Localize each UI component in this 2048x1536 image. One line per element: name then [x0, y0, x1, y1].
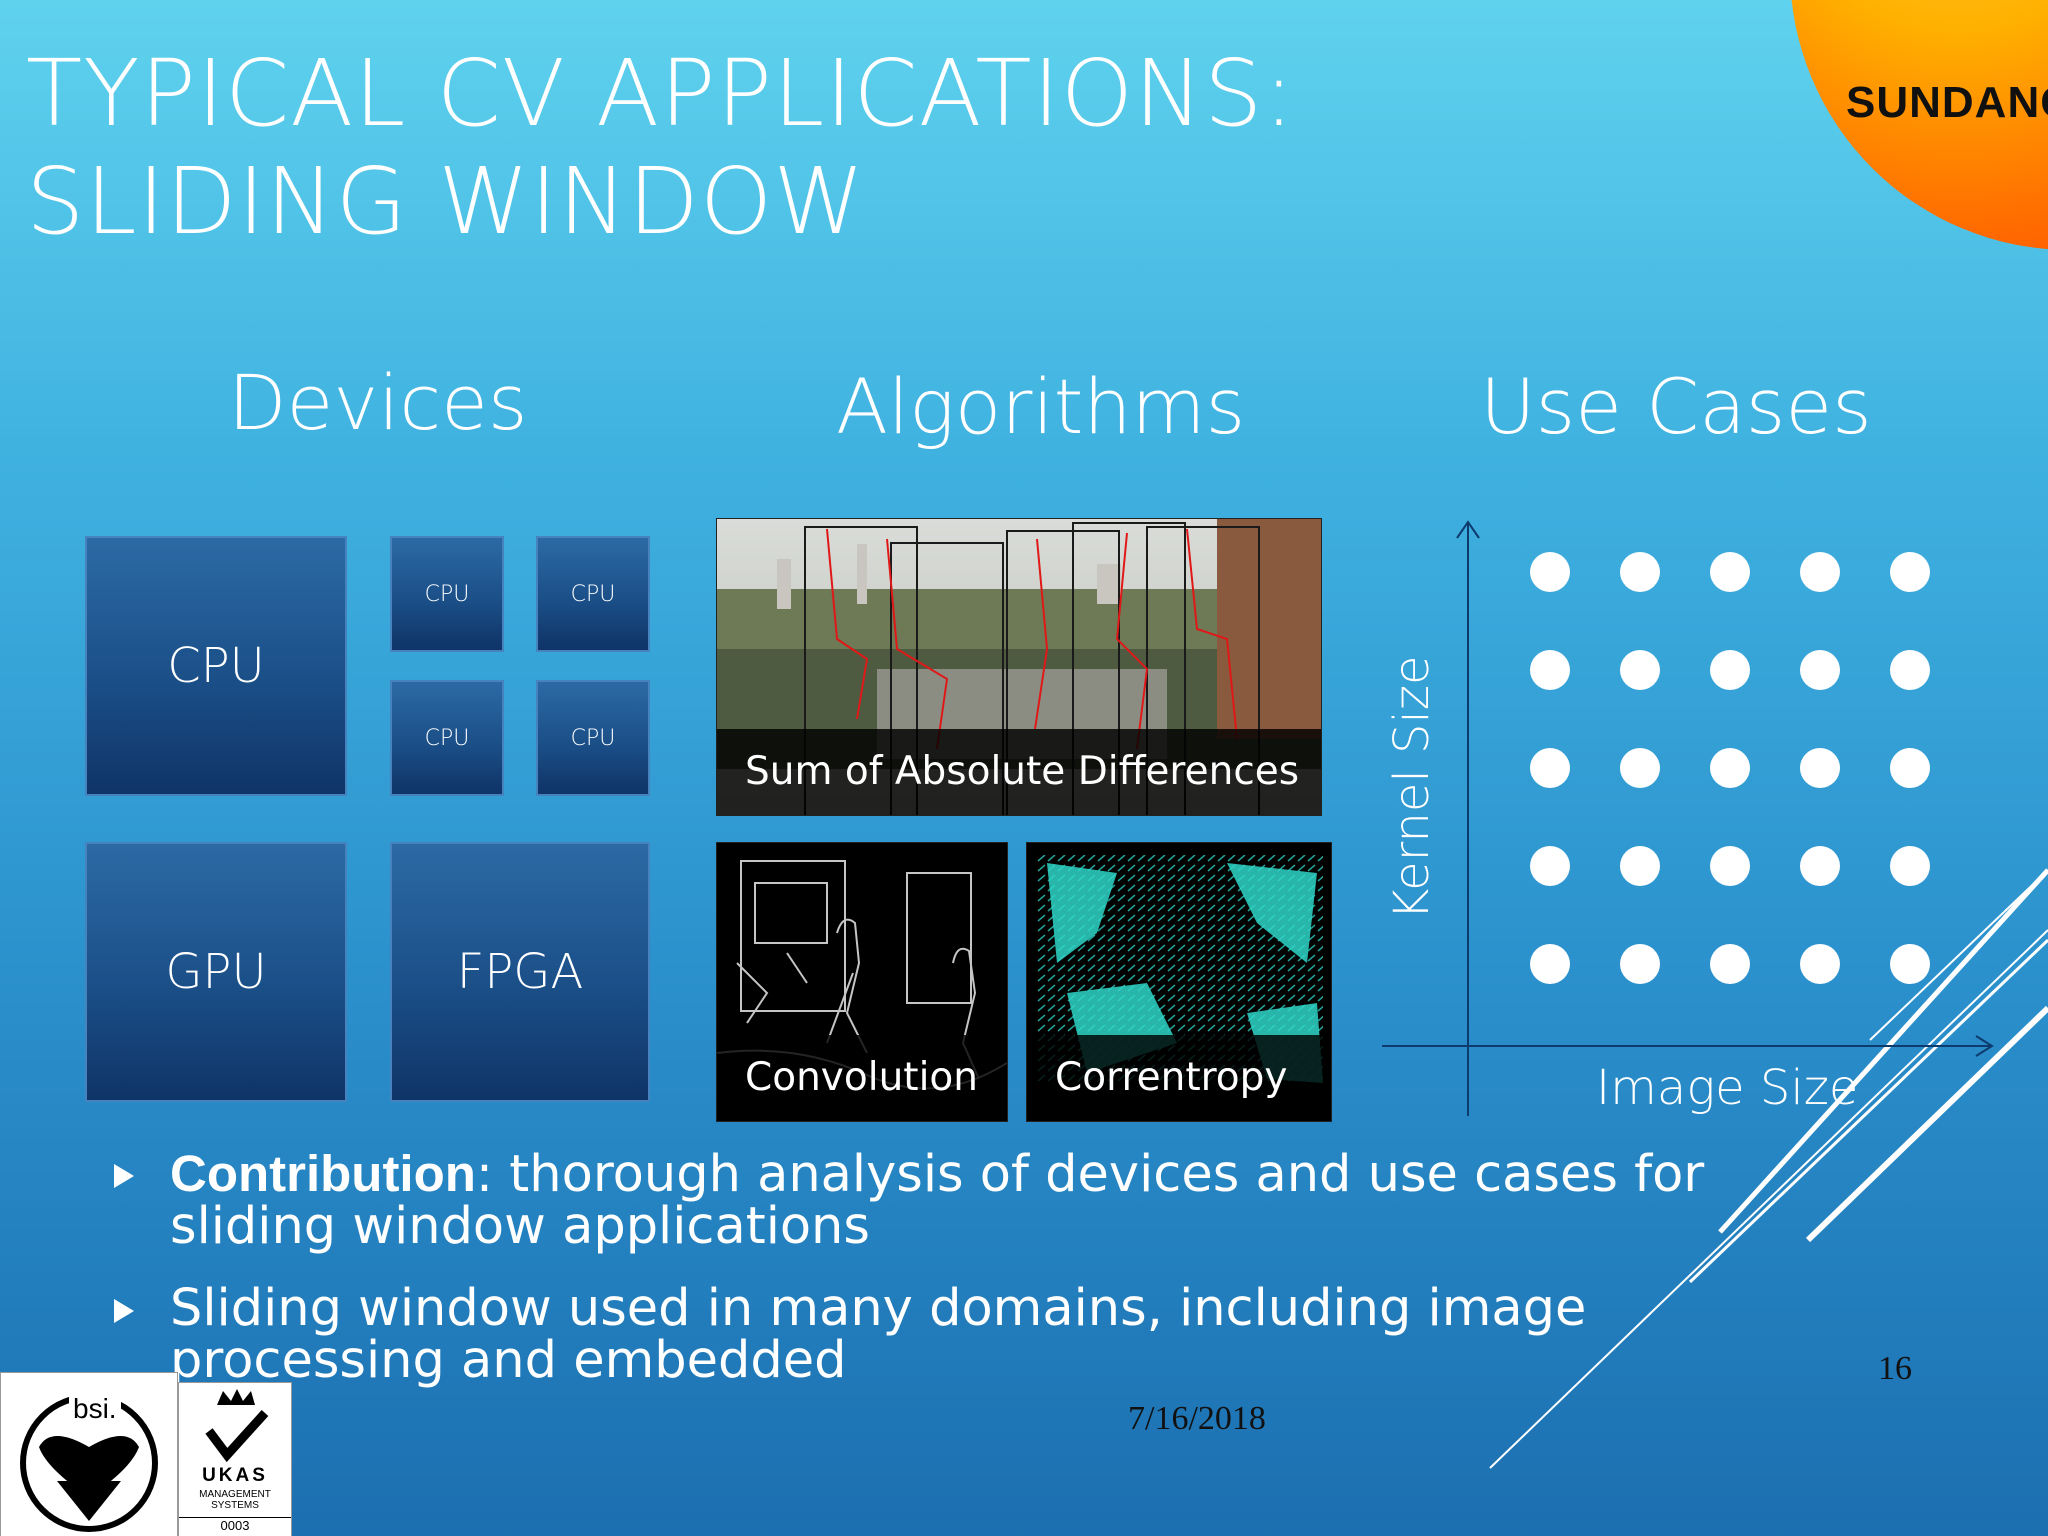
bsi-logo: bsi. — [0, 1372, 178, 1536]
fpga-tile: FPGA — [390, 842, 650, 1102]
bullet-text: : thorough analysis of devices and use c… — [170, 1145, 1705, 1256]
use-case-dot — [1620, 846, 1660, 886]
convolution-image: Convolution — [716, 842, 1008, 1122]
ukas-text: UKAS — [202, 1465, 268, 1486]
image-size-axis-label: Image Size — [1596, 1060, 1859, 1116]
bullet-arrow-icon — [114, 1164, 134, 1188]
devices-heading: Devices — [228, 358, 528, 447]
use-case-dot — [1800, 748, 1840, 788]
use-case-dot — [1530, 944, 1570, 984]
use-case-dot — [1530, 846, 1570, 886]
use-case-dot — [1530, 748, 1570, 788]
bsi-text: bsi. — [69, 1393, 121, 1425]
use-case-dot — [1890, 748, 1930, 788]
cpu-core-tile: CPU — [390, 680, 504, 796]
use-case-dot — [1620, 748, 1660, 788]
use-case-dot — [1890, 650, 1930, 690]
slide-date: 7/16/2018 — [1128, 1400, 1266, 1437]
ukas-crown-check-icon — [205, 1389, 269, 1463]
correntropy-caption: Correntropy — [1027, 1035, 1331, 1121]
ukas-number: 0003 — [179, 1517, 291, 1533]
bullet-text: Sliding window used in many domains, inc… — [170, 1279, 1587, 1390]
use-case-dot — [1710, 650, 1750, 690]
use-case-dot — [1890, 552, 1930, 592]
cpu-core-tile: CPU — [536, 680, 650, 796]
use-case-dot — [1890, 944, 1930, 984]
page-number: 16 — [1878, 1350, 1912, 1387]
use-case-dot — [1530, 552, 1570, 592]
sad-image: Sum of Absolute Differences — [716, 518, 1322, 816]
use-case-dot — [1620, 944, 1660, 984]
slide-title: TYPICAL CV APPLICATIONS: SLIDING WINDOW — [26, 40, 1296, 255]
use-case-dot — [1710, 944, 1750, 984]
bsi-heart-icon — [20, 1394, 158, 1532]
use-case-dot — [1890, 846, 1930, 886]
convolution-caption: Convolution — [717, 1035, 1007, 1121]
bullet-list: Contribution: thorough analysis of devic… — [112, 1148, 1812, 1417]
use-case-dot — [1530, 650, 1570, 690]
use-case-dot — [1620, 650, 1660, 690]
kernel-size-axis-label: Kernel Size — [1384, 655, 1440, 920]
use-case-dot — [1800, 944, 1840, 984]
use-case-dot — [1620, 552, 1660, 592]
sad-caption: Sum of Absolute Differences — [717, 729, 1321, 815]
use-case-dot — [1800, 650, 1840, 690]
gpu-tile: GPU — [85, 842, 347, 1102]
ukas-subtext: MANAGEMENT SYSTEMS — [199, 1489, 271, 1511]
use-case-dot — [1800, 552, 1840, 592]
use-case-dot — [1710, 748, 1750, 788]
use-case-dot — [1800, 846, 1840, 886]
logo-text: SUNDANCE — [1846, 78, 2048, 127]
ukas-logo: UKAS MANAGEMENT SYSTEMS 0003 — [178, 1382, 292, 1536]
algorithms-heading: Algorithms — [836, 362, 1246, 451]
bullet-contribution: Contribution: thorough analysis of devic… — [112, 1148, 1812, 1253]
cpu-core-tile: CPU — [390, 536, 504, 652]
cpu-tile: CPU — [85, 536, 347, 796]
bullet-arrow-icon — [114, 1299, 134, 1323]
use-case-dot — [1710, 552, 1750, 592]
use-case-dot — [1710, 846, 1750, 886]
correntropy-image: Correntropy — [1026, 842, 1332, 1122]
use-cases-heading: Use Cases — [1480, 362, 1872, 451]
bullet-bold: Contribution — [170, 1145, 476, 1202]
cpu-core-tile: CPU — [536, 536, 650, 652]
bullet-domains: Sliding window used in many domains, inc… — [112, 1283, 1812, 1387]
